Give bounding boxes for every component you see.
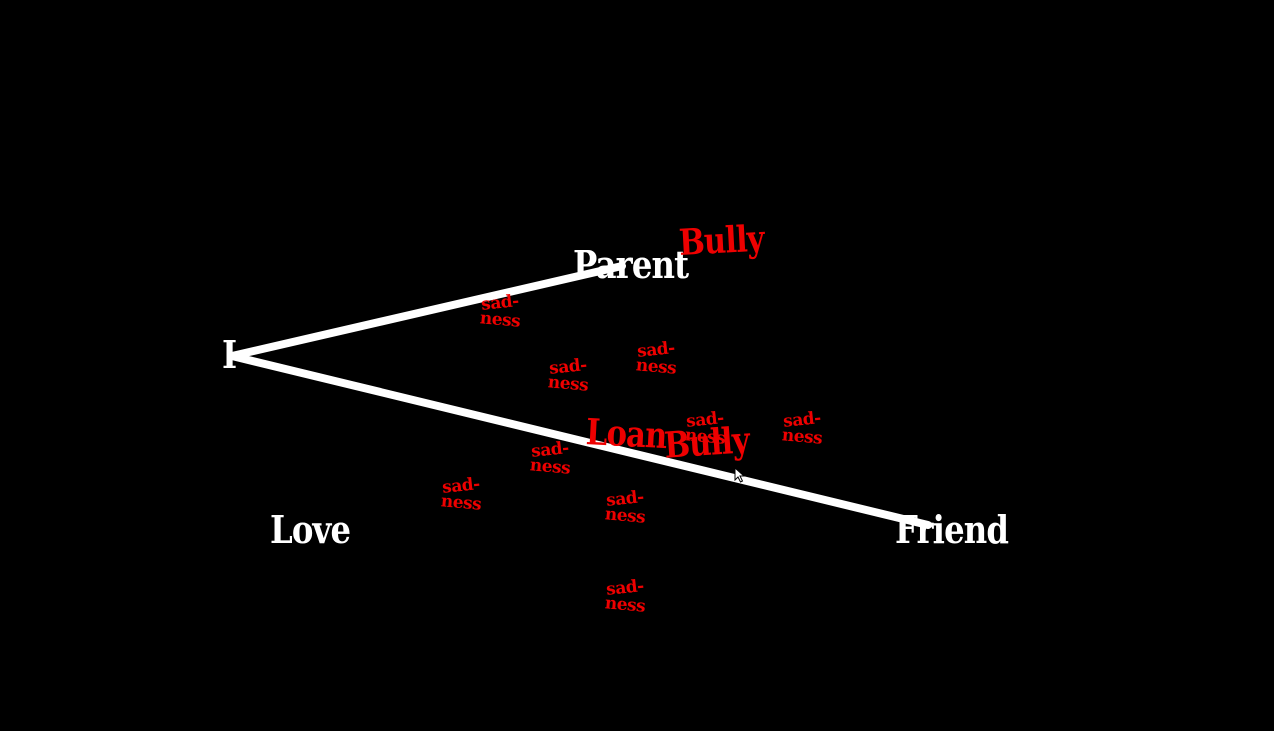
sadness-bottom: ness [547, 372, 589, 396]
sadness-bottom: ness [604, 504, 646, 528]
sadness-bottom: ness [635, 355, 677, 379]
loan-word: Loan [584, 411, 668, 458]
sadness-bottom: ness [684, 425, 726, 449]
sadness-bottom: ness [529, 455, 571, 479]
sadness-word: sad- ness [439, 474, 483, 515]
node-i[interactable]: I [222, 332, 237, 377]
sadness-word: sad- ness [603, 487, 647, 528]
node-love[interactable]: Love [270, 507, 351, 552]
node-friend[interactable]: Friend [895, 507, 1009, 552]
sadness-word: sad- ness [528, 438, 572, 479]
sadness-word: sad- ness [603, 576, 647, 617]
sadness-word: sad- ness [683, 408, 727, 449]
bully-word: Bully [677, 217, 765, 264]
sadness-bottom: ness [440, 491, 482, 515]
sadness-bottom: ness [781, 425, 823, 449]
link-i-parent [228, 262, 626, 360]
sadness-word: sad- ness [546, 355, 590, 396]
sadness-bottom: ness [479, 308, 521, 332]
sadness-word: sad- ness [634, 338, 678, 379]
sadness-bottom: ness [604, 593, 646, 617]
link-i-friend [228, 352, 932, 529]
sadness-word: sad- ness [478, 291, 522, 332]
mouse-pointer-icon [734, 467, 746, 483]
node-parent[interactable]: Parent [573, 242, 689, 287]
sadness-word: sad- ness [780, 408, 824, 449]
